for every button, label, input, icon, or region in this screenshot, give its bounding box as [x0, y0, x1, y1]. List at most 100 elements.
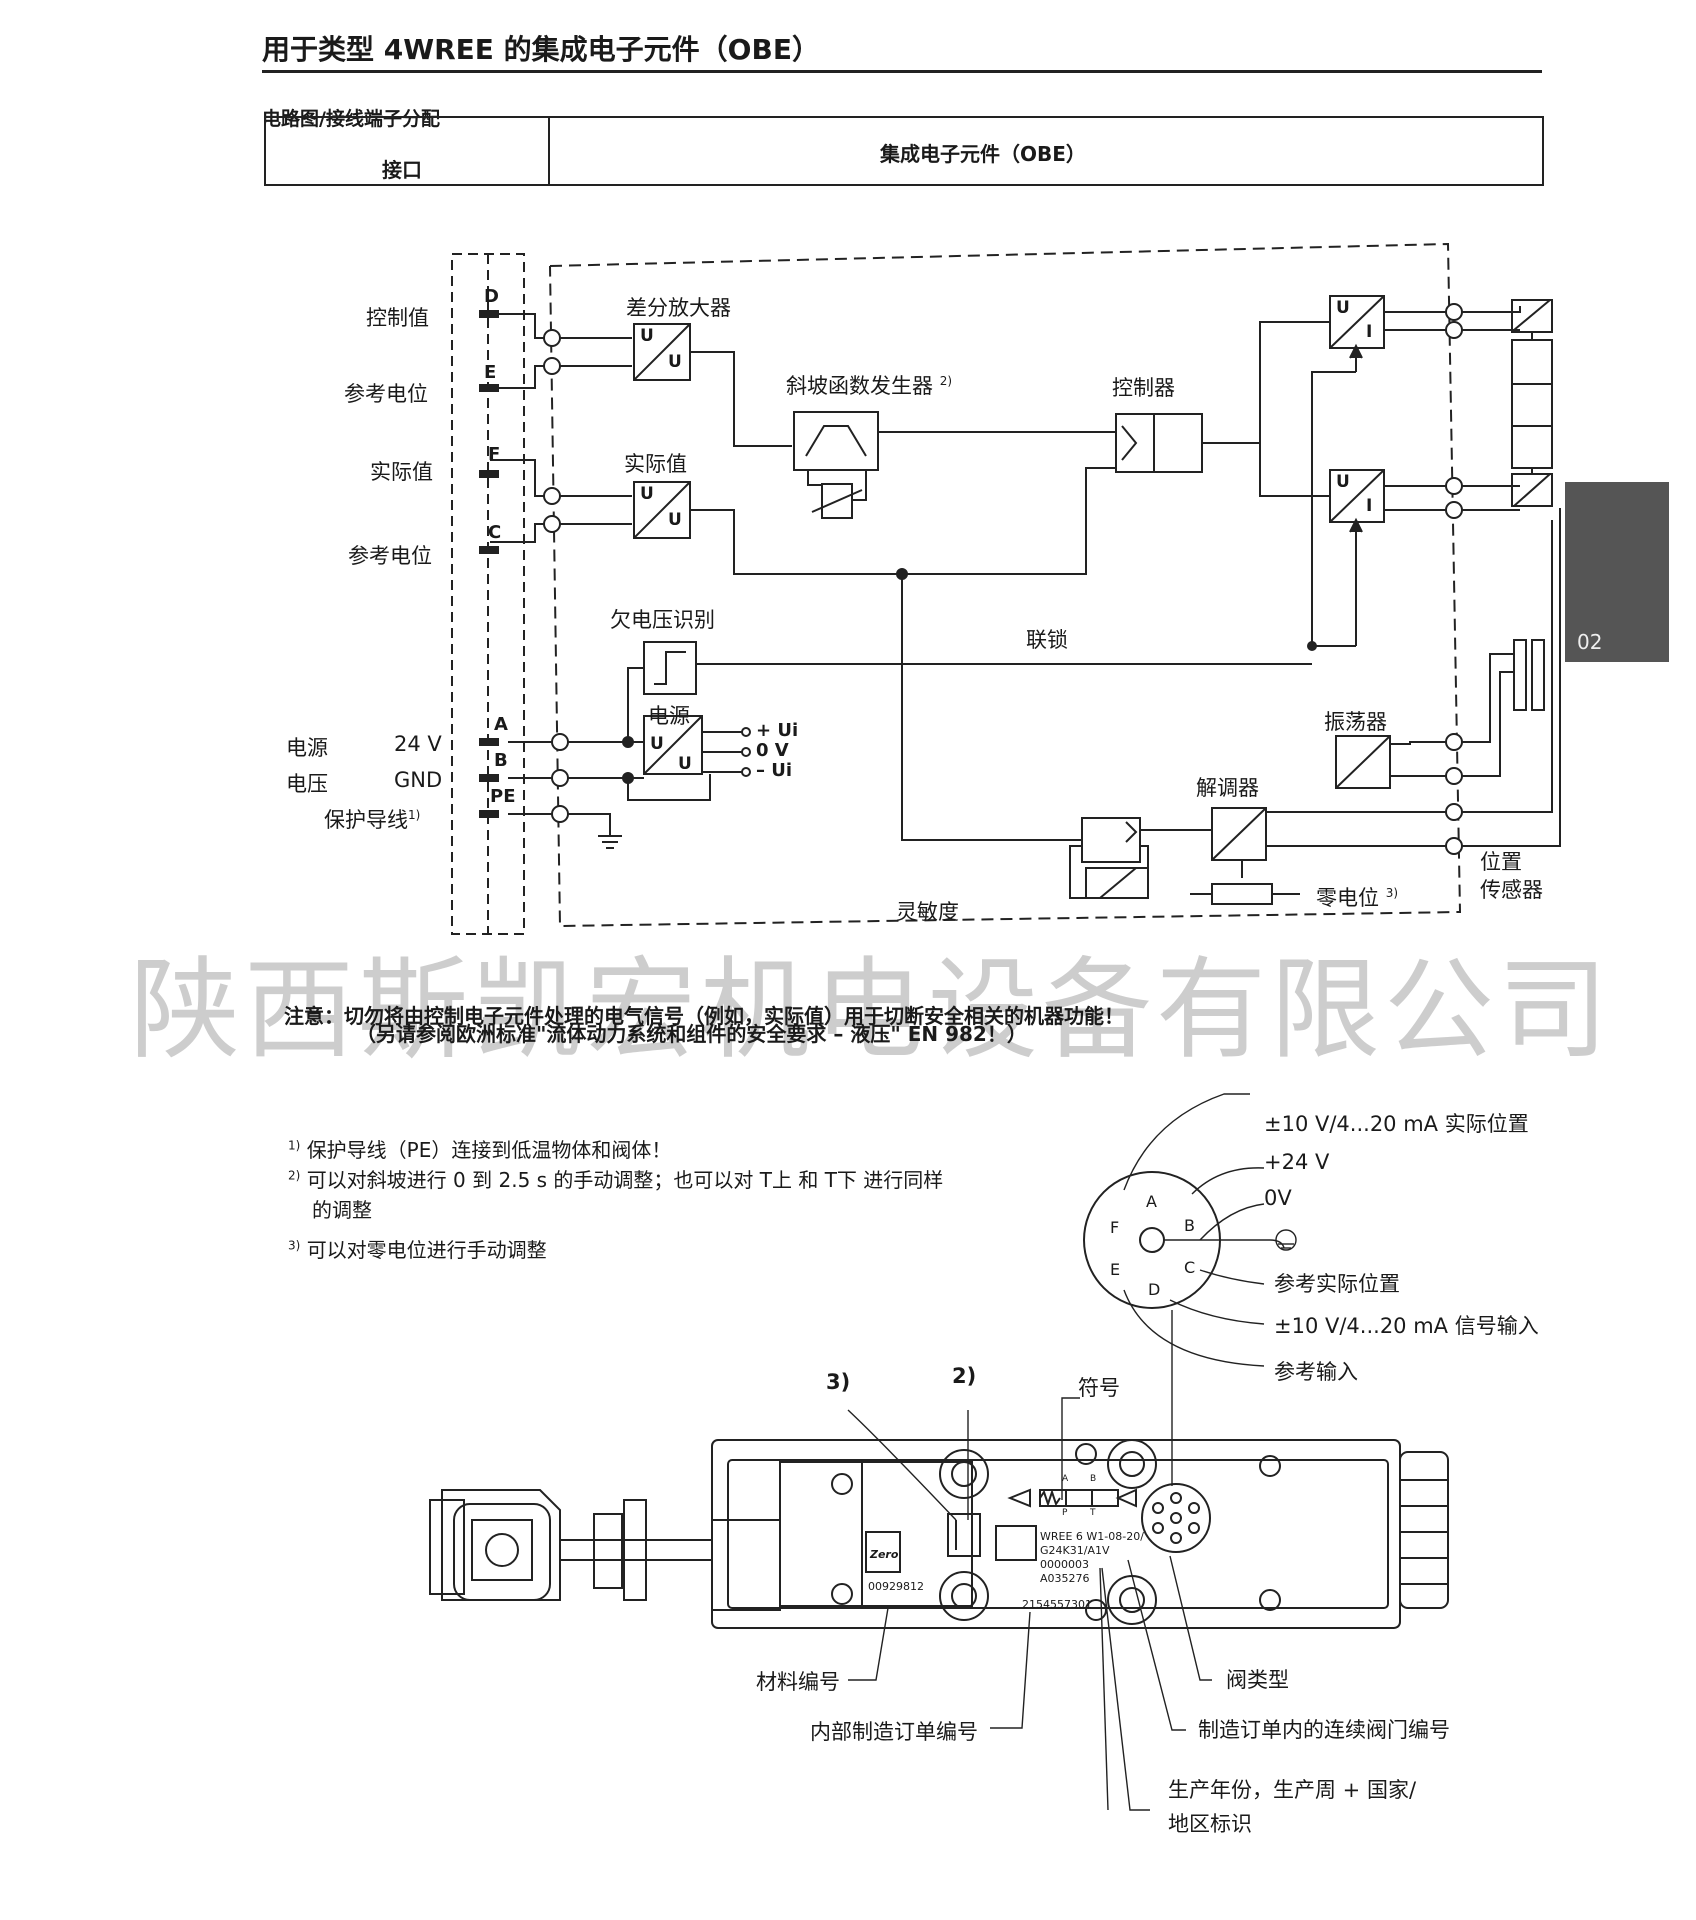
label-interlock: 联锁: [1026, 628, 1068, 652]
plate-type-3: 0000003: [1040, 1558, 1089, 1571]
label-production-2: 地区标识: [1168, 1812, 1252, 1836]
safety-note-line1: 注意：切勿将由控制电子元件处理的电气信号（例如，实际值）用于切断安全相关的机器功…: [284, 1004, 1124, 1028]
label-diff-amplifier: 差分放大器: [626, 296, 731, 320]
symbol-port-b: B: [1090, 1474, 1097, 1484]
zero-brand-logo: Zero: [870, 1548, 899, 1561]
label-voltage: 电压: [286, 772, 328, 796]
protective-text: 保护导线: [324, 808, 408, 832]
callout-2: 2): [952, 1364, 977, 1388]
plate-order-number: 2154557301: [1022, 1598, 1092, 1611]
footnote-1-text: 保护导线（PE）连接到低温物体和阀体！: [306, 1138, 672, 1162]
footnote-2-num: 2): [288, 1168, 301, 1183]
pin-e: E: [484, 362, 497, 383]
label-production-1: 生产年份，生产周 + 国家/: [1168, 1778, 1417, 1802]
connector-pin-a: A: [1146, 1192, 1157, 1211]
watermark-text: 陕西斯凯宏机电设备有限公司: [130, 946, 1612, 1074]
header-cell-interface: 接口: [266, 118, 550, 184]
connector-pin-d: D: [1148, 1280, 1161, 1299]
label-ref-potential-1: 参考电位: [344, 382, 428, 406]
label-oscillator: 振荡器: [1324, 710, 1387, 734]
footnote-2: 2) 可以对斜坡进行 0 到 2.5 s 的手动调整；也可以对 T上 和 T下 …: [288, 1164, 943, 1193]
chapter-tab: 02: [1565, 482, 1669, 662]
footnote-2-text: 可以对斜坡进行 0 到 2.5 s 的手动调整；也可以对 T上 和 T下 进行同…: [306, 1168, 944, 1192]
connector-pin-e: E: [1110, 1260, 1121, 1279]
footnote-3-num: 3): [288, 1238, 301, 1253]
plate-type-4: A035276: [1040, 1572, 1090, 1585]
connector-label-actual-position: ±10 V/4...20 mA 实际位置: [1264, 1112, 1529, 1136]
glyph-u-conv1: U: [1336, 298, 1350, 318]
connector-label-0v: 0V: [1264, 1186, 1292, 1210]
ramp-text: 斜坡函数发生器: [786, 374, 933, 398]
symbol-port-a: A: [1062, 1474, 1069, 1484]
pin-pe: PE: [490, 786, 516, 807]
connector-label-signal-input: ±10 V/4...20 mA 信号输入: [1274, 1314, 1539, 1338]
label-plus-ui: + Ui: [756, 720, 799, 741]
glyph-u-diff-in: U: [640, 326, 654, 346]
header-cell-obe: 集成电子元件（OBE）: [548, 118, 1696, 184]
plate-type-2: G24K31/A1V: [1040, 1544, 1110, 1557]
zero-text: 零电位: [1316, 886, 1379, 910]
label-sensor: 传感器: [1480, 878, 1543, 902]
label-undervoltage: 欠电压识别: [610, 608, 715, 632]
label-protective-conductor: 保护导线1): [324, 804, 420, 834]
glyph-u-power-in: U: [650, 734, 664, 754]
footnote-3: 3) 可以对零电位进行手动调整: [288, 1234, 547, 1263]
label-power-block: 电源: [648, 704, 690, 728]
footnote-1: 1) 保护导线（PE）连接到低温物体和阀体！: [288, 1134, 671, 1163]
label-demodulator: 解调器: [1196, 776, 1259, 800]
section-subtitle: 电路图/接线端子分配: [262, 108, 440, 130]
safety-note-line2: （另请参阅欧洲标准"流体动力系统和组件的安全要求 – 液压" EN 982！）: [356, 1022, 1027, 1046]
obe-boundary: [549, 242, 1462, 928]
pin-f: F: [488, 444, 501, 465]
header-interface-label: 接口: [382, 158, 422, 182]
label-material-number: 材料编号: [756, 1670, 840, 1694]
pin-c: C: [488, 522, 502, 543]
label-ramp-generator: 斜坡函数发生器 2): [786, 370, 952, 400]
label-gnd: GND: [394, 768, 443, 792]
glyph-u-conv2: U: [1336, 472, 1350, 492]
plate-material-number: 00929812: [868, 1580, 924, 1593]
protective-sup: 1): [408, 808, 421, 822]
label-sensitivity: 灵敏度: [896, 900, 959, 924]
connector-pin-c: C: [1184, 1258, 1196, 1277]
label-serial-number: 制造订单内的连续阀门编号: [1198, 1718, 1450, 1742]
label-symbol: 符号: [1078, 1376, 1120, 1400]
connector-pin-b: B: [1184, 1216, 1195, 1235]
page-title: 用于类型 4WREE 的集成电子元件（OBE）: [262, 33, 820, 66]
label-24v: 24 V: [394, 732, 442, 756]
footnote-2-cont: 的调整: [312, 1198, 372, 1222]
header-obe-label: 集成电子元件（OBE）: [880, 142, 1086, 166]
symbol-port-p: P: [1062, 1508, 1068, 1518]
callout-3: 3): [826, 1370, 851, 1394]
glyph-i-conv1: I: [1366, 322, 1373, 342]
label-ref-potential-2: 参考电位: [348, 544, 432, 568]
pin-a: A: [494, 714, 508, 735]
label-position: 位置: [1480, 850, 1522, 874]
title-rule: [262, 70, 1542, 73]
label-zero-v: 0 V: [756, 740, 789, 761]
label-internal-order: 内部制造订单编号: [810, 1720, 978, 1744]
label-controller: 控制器: [1112, 376, 1175, 400]
label-actual-value: 实际值: [370, 460, 433, 484]
footnote-3-text: 可以对零电位进行手动调整: [306, 1238, 547, 1262]
label-minus-ui: – Ui: [756, 760, 793, 781]
label-power-supply: 电源: [286, 736, 328, 760]
pin-d: D: [484, 286, 499, 307]
zero-sup: 3): [1385, 886, 1399, 900]
footnote-1-num: 1): [288, 1138, 301, 1153]
symbol-port-t: T: [1090, 1508, 1096, 1518]
label-actual-value-block: 实际值: [624, 452, 687, 476]
glyph-i-conv2: I: [1366, 496, 1373, 516]
plate-type-1: WREE 6 W1-08-20/: [1040, 1530, 1144, 1543]
pin-b: B: [494, 750, 508, 771]
label-control-value: 控制值: [366, 306, 429, 330]
connector-label-ref-input: 参考输入: [1274, 1360, 1358, 1384]
label-valve-type: 阀类型: [1226, 1668, 1289, 1692]
chapter-tab-number: 02: [1577, 630, 1603, 654]
connector-label-24v: +24 V: [1264, 1150, 1330, 1174]
glyph-u-actual-out: U: [668, 510, 682, 530]
ramp-sup: 2): [939, 374, 953, 388]
connector-pin-f: F: [1110, 1218, 1120, 1237]
glyph-u-actual-in: U: [640, 484, 654, 504]
